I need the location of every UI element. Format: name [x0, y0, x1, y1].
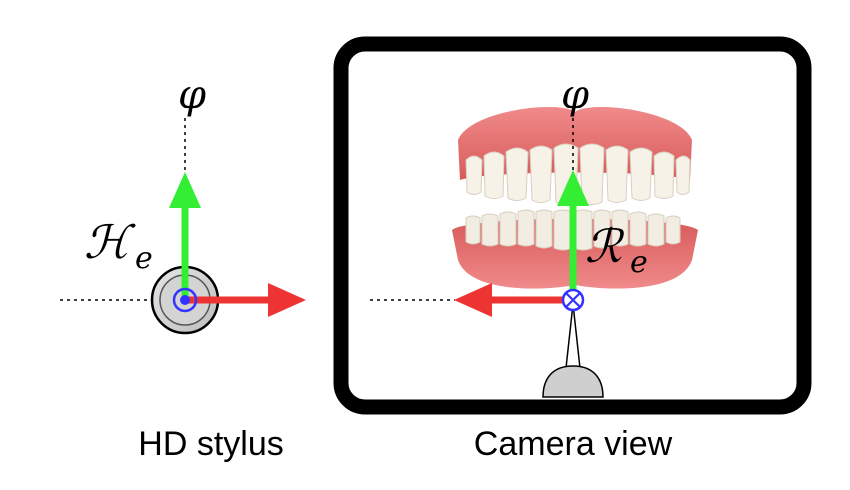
y-axis-arrow [169, 172, 201, 300]
frame-label-subscript: e [630, 245, 648, 280]
hd-stylus-caption: HD stylus [138, 425, 283, 463]
x-axis-arrow [185, 283, 306, 317]
frame-label-he: ℋ e [84, 215, 153, 276]
camera-view-caption: Camera view [474, 425, 673, 463]
x-axis-arrow [454, 283, 573, 317]
frame-label-re: ℛ e [585, 219, 648, 280]
frame-label-symbol: ℛ [585, 219, 625, 273]
hd-stylus-panel: φ ℋ e HD stylus [60, 72, 306, 463]
phi-axis-label: φ [178, 72, 206, 118]
frame-label-symbol: ℋ [84, 215, 136, 269]
origin-cross-icon [561, 288, 585, 312]
camera-view-panel: φ ℛ e Camera view [333, 36, 812, 463]
stylus-icon [542, 303, 604, 398]
origin-dot-icon [172, 287, 198, 313]
y-axis-arrow [557, 170, 589, 300]
frame-label-subscript: e [135, 241, 153, 276]
phi-axis-label: φ [561, 72, 589, 118]
